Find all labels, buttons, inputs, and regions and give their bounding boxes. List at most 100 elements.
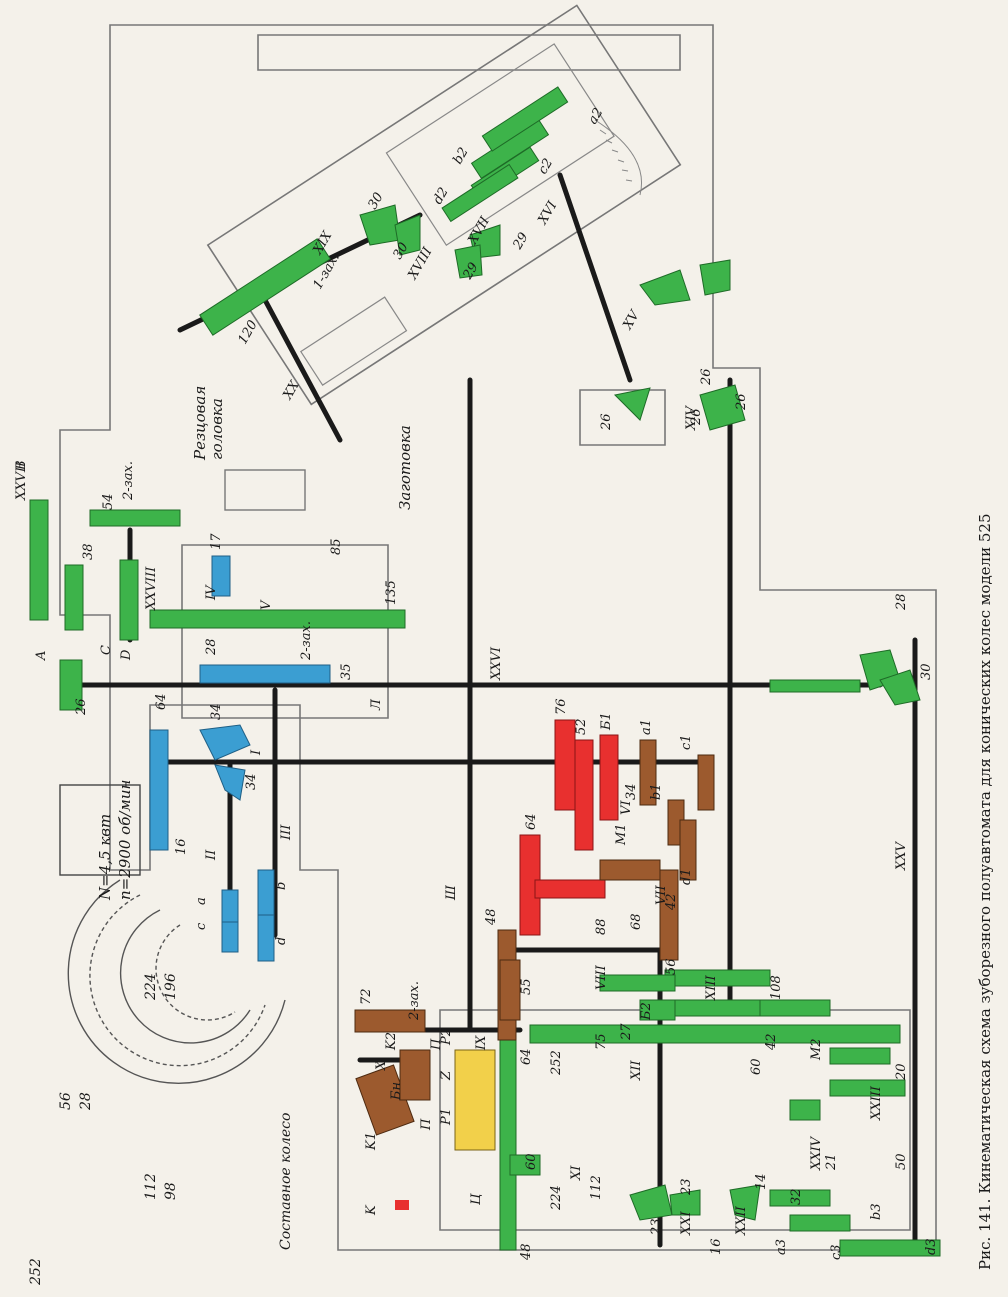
gear-120-1zax [199, 238, 331, 336]
gear-34-bevel [199, 724, 251, 761]
dial-scale [594, 119, 642, 196]
workpiece-label: Заготовка [396, 425, 414, 510]
gear-XXVII [29, 499, 49, 621]
ratio1-top: 56 [58, 1092, 74, 1110]
lbl-60b: 60 [524, 1153, 539, 1170]
lbl-30h2: 30 [390, 240, 411, 262]
shaft-label-XXIII: XXIII [869, 1085, 884, 1121]
lbl-a3: a3 [774, 1239, 789, 1255]
lbl-b1: b1 [649, 783, 664, 800]
lbl-27: 27 [619, 1023, 634, 1041]
gear-M2 [789, 1099, 821, 1121]
lbl-P1: P1 [439, 1108, 454, 1126]
lbl-28c: 28 [894, 593, 909, 611]
lbl-K: K [364, 1204, 379, 1216]
gear-17 [211, 555, 231, 597]
brown-gears [354, 739, 715, 1136]
gear-135 [149, 609, 406, 629]
lbl-23b: 23 [679, 1178, 694, 1196]
figure-caption: Рис. 141. Кинематическая схема зуборезно… [976, 514, 994, 1270]
gear-34b-bevel [214, 764, 246, 801]
lbl-26w: 26 [599, 413, 614, 431]
lbl-14: 14 [754, 1173, 769, 1190]
gear-35 [199, 664, 331, 684]
lbl-48: 48 [484, 908, 499, 926]
shaft-label-III: III [279, 824, 294, 841]
lbl-42g: 42 [764, 1033, 779, 1051]
lbl-72: 72 [359, 988, 374, 1005]
shaft-label-VIII: VIII [594, 964, 609, 990]
shaft-label-II: II [204, 849, 219, 861]
gear-54 [89, 509, 181, 527]
lbl-C: C [99, 645, 114, 655]
gear-c1 [697, 754, 715, 811]
lbl-34r: 34 [624, 783, 639, 800]
shaft-label-I: I [249, 749, 264, 756]
blue-head [224, 469, 306, 511]
lbl-28: 28 [204, 638, 219, 656]
lbl-26x: 26 [689, 408, 704, 426]
gear-c3 [789, 1214, 851, 1232]
shaft-label-XVI: XVI [535, 198, 561, 228]
shaft-label-IX: IX [474, 1035, 489, 1051]
lbl-76: 76 [554, 698, 569, 715]
gear-c [221, 921, 239, 953]
lbl-50: 50 [894, 1153, 909, 1170]
lbl-c3: c3 [829, 1244, 844, 1260]
shaft-label-XXV: XXV [894, 840, 909, 871]
shaft-label-XIII: XIII [704, 974, 719, 1001]
gear-26-cone [613, 387, 651, 421]
motor-label: N=4,5 квт n=2900 об/мин [96, 780, 134, 901]
lbl-64: 64 [154, 693, 169, 710]
cutter-head-label-2: головка [208, 398, 226, 460]
lbl-d1: d1 [679, 868, 694, 885]
lbl-2zaxK: 2-зах. [407, 981, 422, 1021]
gear-a1 [639, 739, 657, 806]
lbl-B2: Б2 [639, 1002, 654, 1021]
shaft-label-XI: XI [569, 1165, 584, 1181]
lbl-20: 20 [894, 1063, 909, 1081]
lbl-23a: 23 [649, 1218, 664, 1236]
shaft-label-XXVIII: XXVIII [144, 566, 159, 611]
gear-d [257, 914, 275, 962]
lbl-26A: 26 [74, 698, 89, 716]
shaft-label-XXI: XXI [679, 1210, 694, 1236]
lbl-K2: K2 [384, 1032, 399, 1051]
motor-body [59, 784, 141, 876]
shaft-label-XXIV: XXIV [809, 1135, 824, 1171]
gear-XV-bevel [639, 269, 691, 306]
lbl-48b: 48 [519, 1243, 534, 1261]
lbl-16: 16 [174, 838, 189, 855]
lbl-29b: 29 [510, 230, 532, 253]
lbl-17: 17 [209, 533, 224, 550]
lbl-54: 54 [101, 493, 116, 510]
gear-64-16 [149, 729, 169, 851]
lbl-38: 38 [81, 543, 96, 560]
compound-wheel-252: 252 [28, 1258, 44, 1286]
gear-Б1 [599, 734, 619, 821]
shaft-label-XXVI: XXVI [489, 646, 504, 681]
gear-23-bevel-b [669, 1189, 701, 1216]
gear-88 [534, 879, 606, 899]
machine-outline [59, 24, 937, 1251]
gear-20 [829, 1047, 891, 1065]
gear-42g [759, 999, 831, 1017]
head-labels: Резцовая головка Заготовка [191, 386, 414, 510]
lbl-16b: 16 [709, 1238, 724, 1255]
lbl-d2: d2 [430, 185, 451, 207]
shaft-label-L: Л [369, 698, 384, 711]
gear-Б2 [639, 999, 676, 1021]
lbl-K1: K1 [364, 1132, 379, 1151]
lbl-135: 135 [384, 580, 399, 605]
lbl-55: 55 [519, 978, 534, 995]
gear-30-bevel [879, 669, 921, 706]
lbl-d3: d3 [924, 1238, 939, 1255]
gear-b [257, 869, 275, 917]
worm-K2 [399, 1049, 431, 1101]
gear-75-27 [599, 974, 676, 992]
red-gears [519, 719, 619, 936]
lbl-64r: 64 [524, 813, 539, 830]
gear-23-bevel-a [629, 1184, 673, 1221]
lbl-2zax: 2-зах. [299, 621, 314, 661]
